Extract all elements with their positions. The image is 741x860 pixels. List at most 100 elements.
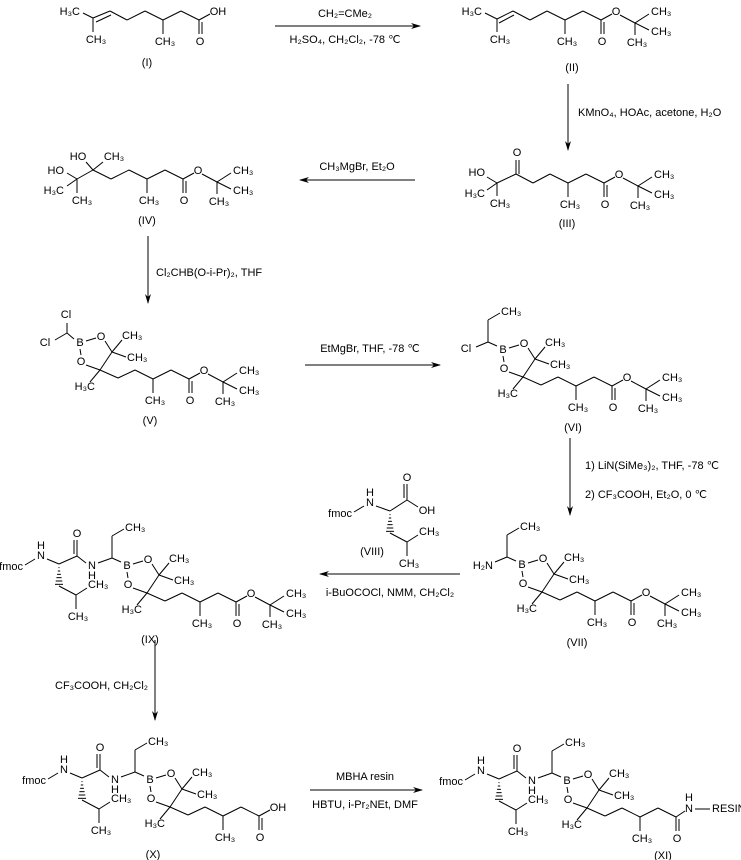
atom-label: O — [609, 402, 618, 414]
bond — [649, 595, 666, 605]
atom-label: O — [96, 742, 105, 754]
atom-label: CH₃ — [197, 789, 217, 801]
atom-label: O — [256, 832, 265, 844]
bond — [69, 772, 83, 779]
bond — [159, 806, 171, 820]
atom-label: O — [144, 554, 153, 566]
atom-label: CH₃ — [192, 767, 212, 779]
bond — [600, 13, 613, 21]
atom-label: CH₃ — [91, 825, 111, 837]
atom-label: Cl — [61, 309, 71, 321]
atom-label: O — [403, 472, 412, 484]
bond — [634, 22, 650, 31]
bond — [567, 173, 587, 184]
atom-label: CH₃ — [233, 185, 253, 197]
bond — [494, 556, 508, 563]
bond — [637, 176, 653, 187]
atom-label: H — [60, 754, 68, 766]
atom-label: CH₃ — [651, 6, 671, 18]
bond — [675, 810, 686, 818]
atom-label: B — [499, 344, 506, 356]
reagent-label: CH₃MgBr, Et₂O — [319, 161, 395, 173]
bond — [95, 14, 112, 23]
atom-label: CH₃ — [169, 553, 189, 565]
bond — [486, 176, 498, 184]
atom-label: O — [623, 372, 632, 384]
atom-label: CH₃ — [239, 365, 259, 377]
atom-label: O — [167, 768, 176, 780]
atom-label: CH₃ — [550, 359, 570, 371]
bond — [576, 591, 596, 602]
atom-label: O — [612, 6, 621, 18]
bond — [180, 10, 200, 21]
reagent-label: H₂SO₄, CH₂Cl₂, -78 ℃ — [290, 34, 401, 46]
bond — [541, 591, 561, 601]
bond — [630, 594, 643, 602]
bond — [639, 807, 659, 818]
atom-label: CH₃ — [568, 402, 588, 414]
bond — [181, 592, 201, 603]
bond — [149, 785, 152, 793]
bond — [611, 379, 624, 387]
atom-label: H₃C — [562, 819, 582, 831]
atom-label: CH₃ — [501, 306, 521, 318]
bond — [496, 173, 517, 184]
atom-label: B — [76, 337, 83, 349]
atom-label: CH₃ — [587, 617, 607, 629]
fmoc-group-label: fmoc — [439, 776, 463, 788]
bond — [619, 14, 636, 24]
atom-label: N — [366, 497, 374, 509]
bond — [58, 585, 77, 596]
atom-label: H₃C — [75, 381, 95, 393]
bond — [134, 369, 154, 380]
atom-label: Cl — [461, 343, 471, 355]
atom-label: CH₃ — [111, 793, 131, 805]
bond — [564, 10, 584, 21]
atom-label: CH₃ — [638, 403, 658, 415]
bond — [598, 789, 614, 796]
bond — [182, 172, 195, 180]
bond — [66, 178, 78, 187]
bond — [155, 774, 167, 779]
bond — [484, 12, 498, 20]
bond — [389, 499, 408, 512]
bond — [475, 341, 489, 348]
atom-label: CH₃ — [627, 37, 647, 49]
bond — [576, 807, 588, 821]
reagent-label: CH₂=CMe₂ — [318, 8, 372, 20]
atom-label: HO — [48, 165, 65, 177]
compound-label-vii: (VII) — [567, 637, 588, 649]
atom-label: CH₃ — [490, 198, 510, 210]
bond — [612, 591, 632, 602]
bond — [134, 742, 148, 751]
atom-label: O — [97, 331, 106, 343]
atom-label: O — [186, 395, 195, 407]
atom-label: O — [147, 793, 156, 805]
atom-label: CH₃ — [139, 195, 159, 207]
atom-label: O — [513, 743, 522, 755]
bond — [508, 344, 520, 349]
atom-label: H — [37, 540, 45, 552]
bond — [66, 172, 78, 180]
bond — [621, 807, 641, 818]
compound-XI: BOOCH₃CH₃H₃CCH₃ONHRESINCH₃NHONHfmocCH₃CH… — [439, 737, 741, 860]
bond — [81, 769, 101, 779]
bond — [128, 169, 148, 180]
atom-label: B — [146, 774, 153, 786]
bond — [169, 806, 189, 816]
bond — [111, 339, 123, 353]
bond — [537, 772, 553, 779]
bond — [85, 161, 94, 171]
bond — [170, 369, 190, 380]
bond — [92, 10, 111, 19]
atom-label: O — [500, 363, 509, 375]
atom-label: N — [685, 803, 693, 815]
bond — [254, 596, 271, 606]
atom-label: Cl — [40, 337, 50, 349]
bond — [98, 801, 111, 810]
bond — [92, 169, 112, 180]
